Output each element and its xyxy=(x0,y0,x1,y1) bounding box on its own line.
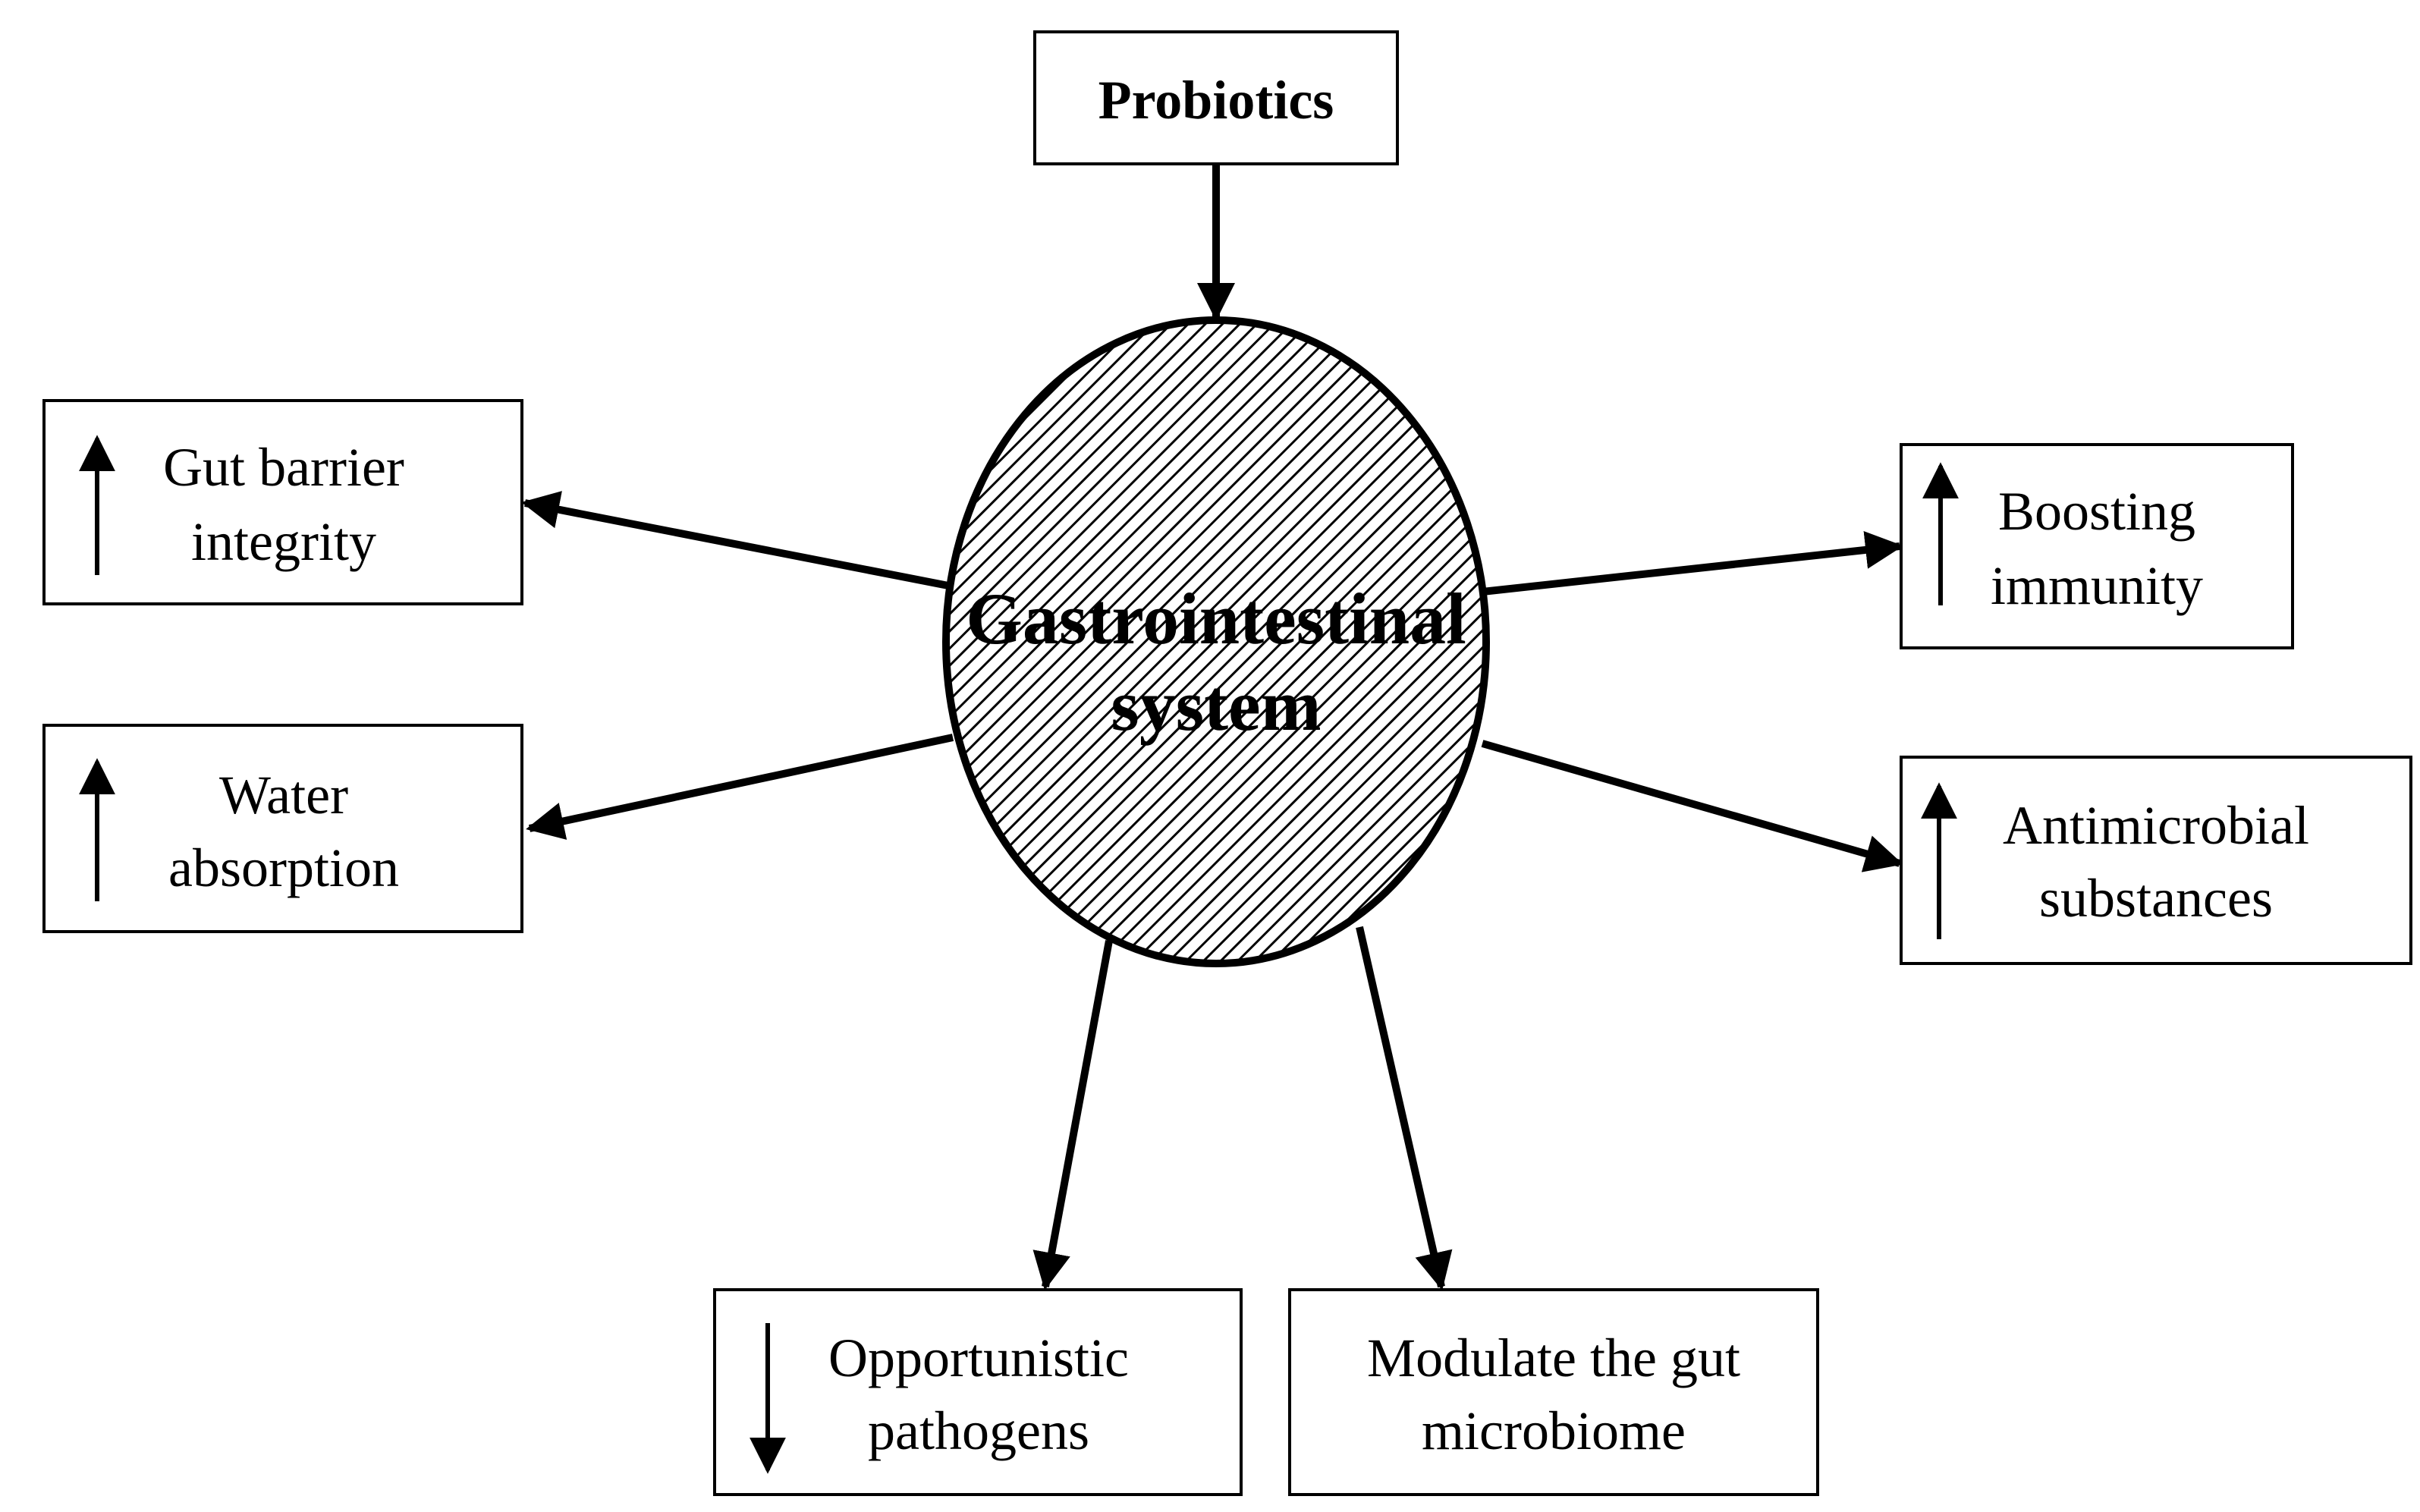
arrow-gi-to-microbiome xyxy=(1356,926,1453,1290)
effect-pathogens-label-line1: Opportunistic xyxy=(828,1328,1129,1388)
effect-microbiome-box xyxy=(1288,1288,1819,1496)
gi-system-label-line2: system xyxy=(1111,665,1321,746)
probiotics-label: Probiotics xyxy=(1098,70,1334,130)
arrow-gi-to-water-absorption xyxy=(526,734,954,840)
effect-pathogens-node: Opportunistic pathogens xyxy=(713,1288,1243,1496)
effect-boosting-immunity-label-line2: immunity xyxy=(1991,555,2203,616)
probiotics-node: Probiotics xyxy=(1033,30,1399,165)
effect-boosting-immunity-node: Boosting immunity xyxy=(1900,443,2294,649)
gi-system-label-line1: Gastrointestinal xyxy=(966,578,1466,659)
arrow-gi-to-antimicrobial xyxy=(1481,740,1903,872)
arrow-gi-to-pathogens xyxy=(1032,940,1113,1290)
effect-gut-barrier-label-line2: integrity xyxy=(191,511,376,572)
effect-boosting-immunity-box xyxy=(1900,443,2294,649)
effect-antimicrobial-box xyxy=(1900,756,2412,965)
effect-microbiome-label-line2: microbiome xyxy=(1422,1400,1686,1461)
effect-antimicrobial-node: Antimicrobial substances xyxy=(1900,756,2412,965)
effect-water-absorption-label-line1: Water xyxy=(219,765,348,825)
effect-pathogens-label-line2: pathogens xyxy=(868,1400,1089,1461)
effect-water-absorption-label-line2: absorption xyxy=(168,838,399,898)
arrow-gi-to-boosting-immunity xyxy=(1482,531,1903,596)
effect-water-absorption-box xyxy=(42,724,523,933)
probiotics-box xyxy=(1033,30,1399,165)
effect-pathogens-box xyxy=(713,1288,1243,1496)
gi-system-node: Gastrointestinal system xyxy=(942,316,1490,967)
effect-microbiome-label-line1: Modulate the gut xyxy=(1367,1328,1740,1388)
effect-antimicrobial-label-line2: substances xyxy=(2039,868,2273,929)
arrow-gi-to-gut-barrier xyxy=(521,491,949,589)
effect-antimicrobial-label-line1: Antimicrobial xyxy=(2003,795,2309,856)
effect-gut-barrier-box xyxy=(42,399,523,605)
effect-gut-barrier-node: Gut barrier integrity xyxy=(42,399,523,605)
effect-boosting-immunity-label-line1: Boosting xyxy=(1998,481,2195,542)
gi-system-ellipse xyxy=(942,316,1490,967)
effect-water-absorption-node: Water absorption xyxy=(42,724,523,933)
effect-gut-barrier-label-line1: Gut barrier xyxy=(163,437,404,498)
effect-microbiome-node: Modulate the gut microbiome xyxy=(1288,1288,1819,1496)
